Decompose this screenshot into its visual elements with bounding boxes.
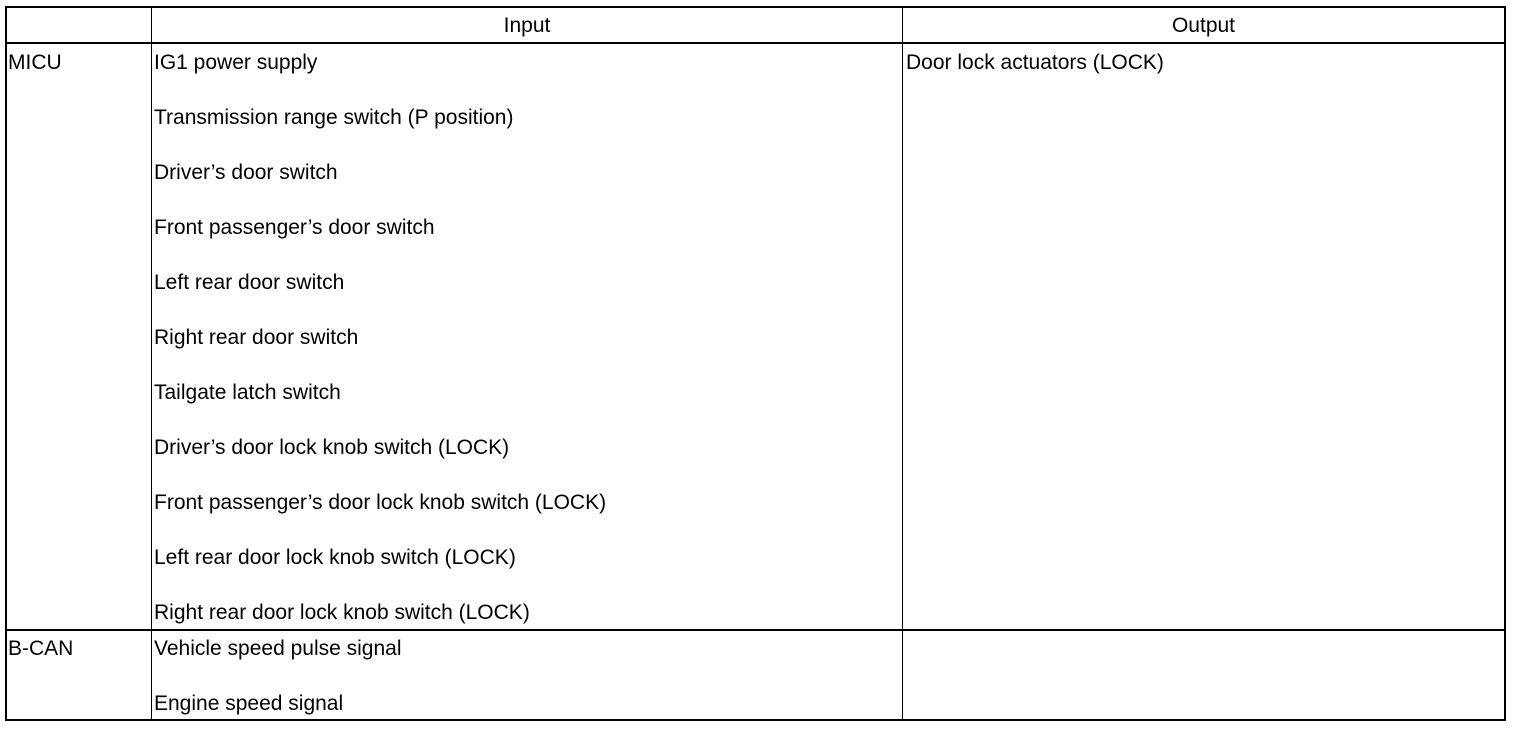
micu-output: Door lock actuators (LOCK) bbox=[906, 51, 1164, 74]
row-source-bcan: B-CAN bbox=[8, 637, 74, 660]
list-item: Right rear door switch bbox=[154, 326, 359, 349]
signal-table: Input Output MICU IG1 power supply Trans… bbox=[5, 6, 1506, 721]
list-item: Left rear door lock knob switch (LOCK) bbox=[154, 546, 516, 569]
list-item: Tailgate latch switch bbox=[154, 381, 341, 404]
row-divider bbox=[7, 629, 1504, 631]
bcan-input-list: Vehicle speed pulse signal Engine speed … bbox=[154, 637, 402, 747]
list-item: Engine speed signal bbox=[154, 692, 344, 715]
list-item: IG1 power supply bbox=[154, 51, 318, 74]
list-item: Front passenger’s door switch bbox=[154, 216, 435, 239]
list-item: Driver’s door switch bbox=[154, 161, 338, 184]
row-source-micu: MICU bbox=[8, 51, 62, 74]
list-item: Right rear door lock knob switch (LOCK) bbox=[154, 601, 530, 624]
column-divider-source bbox=[151, 8, 152, 719]
header-divider bbox=[7, 42, 1504, 44]
header-output: Output bbox=[1171, 14, 1236, 37]
column-divider-input bbox=[902, 8, 903, 719]
list-item: Front passenger’s door lock knob switch … bbox=[154, 491, 607, 514]
list-item: Vehicle speed pulse signal bbox=[154, 637, 402, 660]
list-item: Driver’s door lock knob switch (LOCK) bbox=[154, 436, 510, 459]
micu-input-list: IG1 power supply Transmission range swit… bbox=[154, 51, 606, 656]
list-item: Left rear door switch bbox=[154, 271, 345, 294]
header-input: Input bbox=[503, 14, 551, 37]
list-item: Transmission range switch (P position) bbox=[154, 106, 514, 129]
